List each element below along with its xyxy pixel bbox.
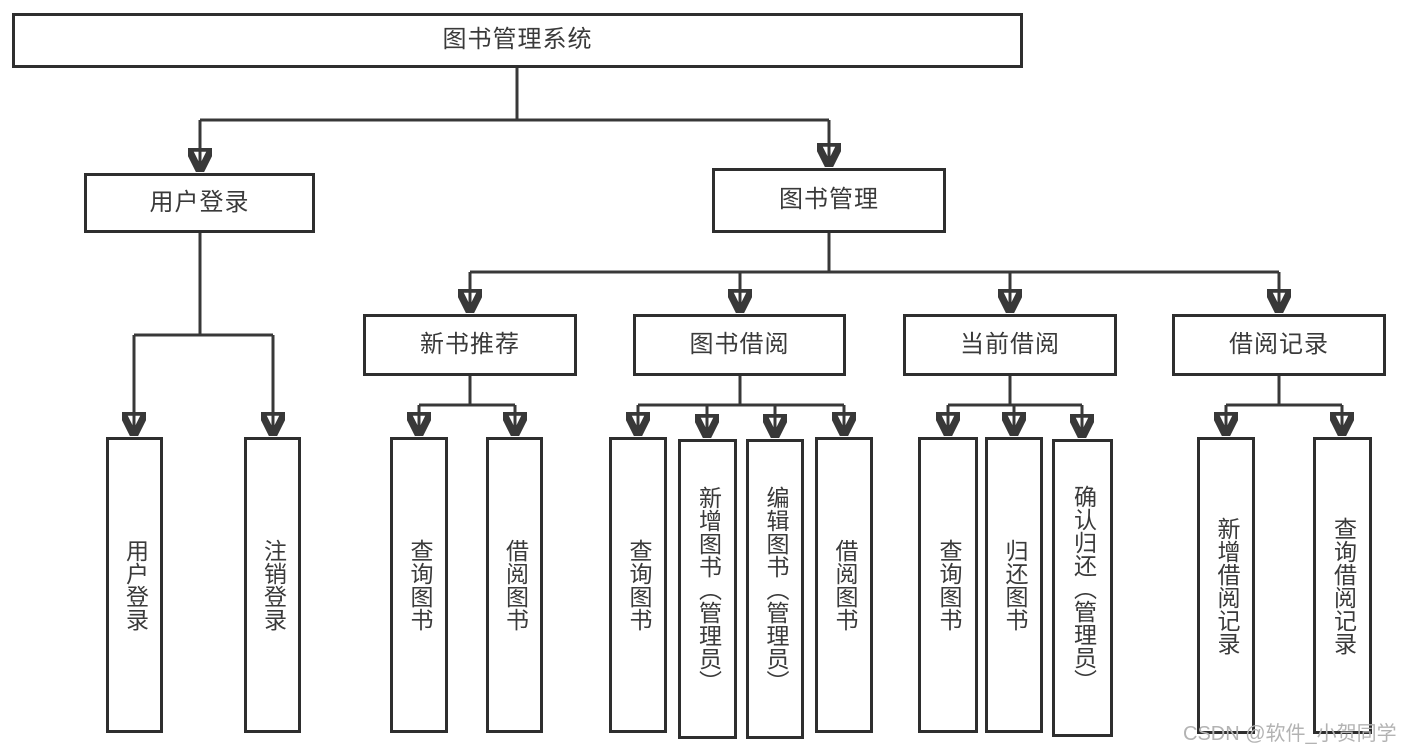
leaf-bb-borrow-books: 借阅图书 <box>815 437 873 733</box>
leaf-nb-borrow-books: 借阅图书 <box>486 437 543 733</box>
node-borrow-records: 借阅记录 <box>1172 314 1386 376</box>
leaf-nb-query-books: 查询图书 <box>390 437 448 733</box>
leaf-logout-login: 注销登录 <box>244 437 301 733</box>
node-current-borrow: 当前借阅 <box>903 314 1117 376</box>
node-book-management: 图书管理 <box>712 168 946 233</box>
leaf-user-login: 用户登录 <box>106 437 163 733</box>
leaf-cb-query-books: 查询图书 <box>918 437 978 733</box>
csdn-watermark: CSDN @软件_小贺同学 <box>1183 723 1397 745</box>
leaf-br-query-record: 查询借阅记录 <box>1313 437 1372 734</box>
leaf-bb-add-books-admin: 新增图书（管理员） <box>678 439 737 739</box>
leaf-bb-edit-books-admin: 编辑图书（管理员） <box>746 439 804 739</box>
node-user-login: 用户登录 <box>84 173 315 233</box>
node-library-system: 图书管理系统 <box>12 13 1023 68</box>
leaf-cb-confirm-return-admin: 确认归还（管理员） <box>1052 439 1113 737</box>
node-new-book-recommend: 新书推荐 <box>363 314 577 376</box>
node-book-borrow: 图书借阅 <box>633 314 846 376</box>
leaf-bb-query-books: 查询图书 <box>609 437 667 733</box>
leaf-cb-return-books: 归还图书 <box>985 437 1043 733</box>
leaf-br-add-record: 新增借阅记录 <box>1197 437 1255 734</box>
